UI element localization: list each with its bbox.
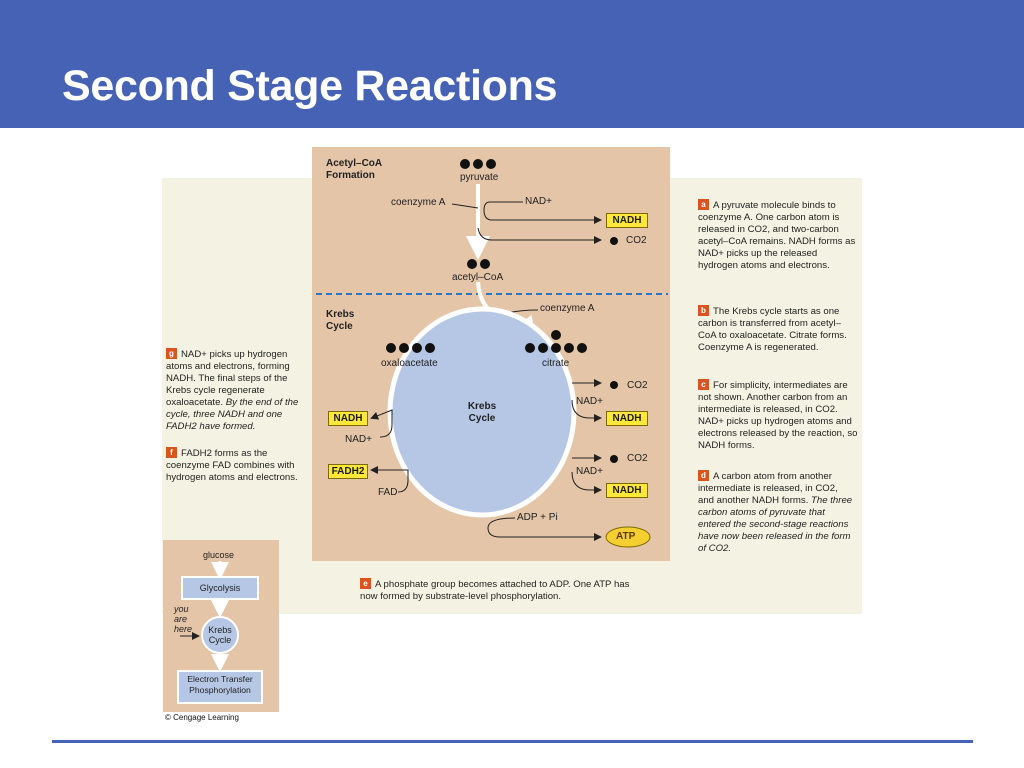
note-g-badge: g [166,348,177,359]
coenzyme-a-input-line [451,203,479,209]
nad-to-nadh-left [370,409,393,438]
atp-label: ATP [616,531,636,542]
pyruvate-label: pyruvate [460,172,499,183]
nad-plus-label-2: NAD+ [576,396,603,407]
mini-krebs-label: Krebs Cycle [208,625,232,645]
mini-glucose-label: glucose [203,550,235,560]
nad-plus-label-left: NAD+ [345,434,372,445]
title-bar [0,0,1024,128]
mini-you-are-here: you are here [174,604,193,634]
co2-release-curve [477,227,602,244]
note-c-text: For simplicity, intermediates are not sh… [698,380,858,451]
mini-electron-transfer-box: Electron Transfer Phosphorylation [177,670,263,704]
note-a-badge: a [698,199,709,210]
note-e-badge: e [360,578,371,589]
krebs-cycle-disc [387,306,577,518]
image-credit: © Cengage Learning [165,713,239,722]
acetyl-coa-heading: Acetyl–CoA Formation [326,158,383,181]
nad-plus-label-3: NAD+ [576,466,603,477]
fadh2-box: FADH2 [328,464,368,479]
footer-rule [52,740,973,743]
nad-to-nadh-curve [483,201,602,224]
coenzyme-a-label-1: coenzyme A [391,197,446,208]
co2-label-1: CO2 [626,235,647,246]
note-b-badge: b [698,305,709,316]
figure-top-left-white [162,147,312,178]
slide-title: Second Stage Reactions [62,62,558,110]
nad-to-nadh-3 [571,471,602,494]
coenzyme-a-label-2: coenzyme A [540,303,595,314]
nad-plus-label-1: NAD+ [525,196,552,207]
co2-label-3: CO2 [627,453,648,464]
atp-token [605,526,651,548]
oxaloacetate-molecule [386,343,435,353]
krebs-heading: Krebs Cycle [326,309,355,332]
note-f-text: FADH2 forms as the coenzyme FAD combines… [166,448,298,483]
co2-carbon-dot-2 [610,381,618,389]
note-f-badge: f [166,447,177,458]
nad-to-nadh-2 [571,399,602,422]
note-d-italic: The three carbon atoms of pyruvate that … [698,495,853,554]
mini-glycolysis-box: Glycolysis [181,576,259,600]
note-a-text: A pyruvate molecule binds to coenzyme A.… [698,200,856,271]
nadh-box-2: NADH [606,411,648,426]
acetyl-coa-label: acetyl–CoA [452,272,504,283]
note-d-text: A carbon atom from another intermediate … [698,471,838,506]
oxaloacetate-label: oxaloacetate [381,358,438,369]
nadh-box-1: NADH [606,213,648,228]
note-g-italic: By the end of the cycle, three NADH and … [166,397,299,432]
note-e-text: A phosphate group becomes attached to AD… [360,579,630,602]
note-c-badge: c [698,379,709,390]
pyruvate-molecule [460,159,496,169]
figure-top-right-white [670,147,862,178]
adp-pi-label: ADP + Pi [517,512,558,523]
note-g-text: NAD+ picks up hydrogen atoms and electro… [166,349,290,408]
citrate-molecule [525,330,587,353]
co2-carbon-dot-1 [610,237,618,245]
fad-to-fadh2 [370,466,409,493]
co2-label-2: CO2 [627,380,648,391]
citrate-label: citrate [542,358,570,369]
fad-label: FAD [378,487,398,498]
nadh-box-left: NADH [328,411,368,426]
note-d-badge: d [698,470,709,481]
note-b-text: The Krebs cycle starts as one carbon is … [698,306,847,353]
adp-to-atp-curve [487,517,602,541]
krebs-cycle-center-label: Krebs Cycle [467,401,497,424]
acetyl-coa-molecule [467,259,490,269]
co2-carbon-dot-3 [610,455,618,463]
nadh-box-3: NADH [606,483,648,498]
